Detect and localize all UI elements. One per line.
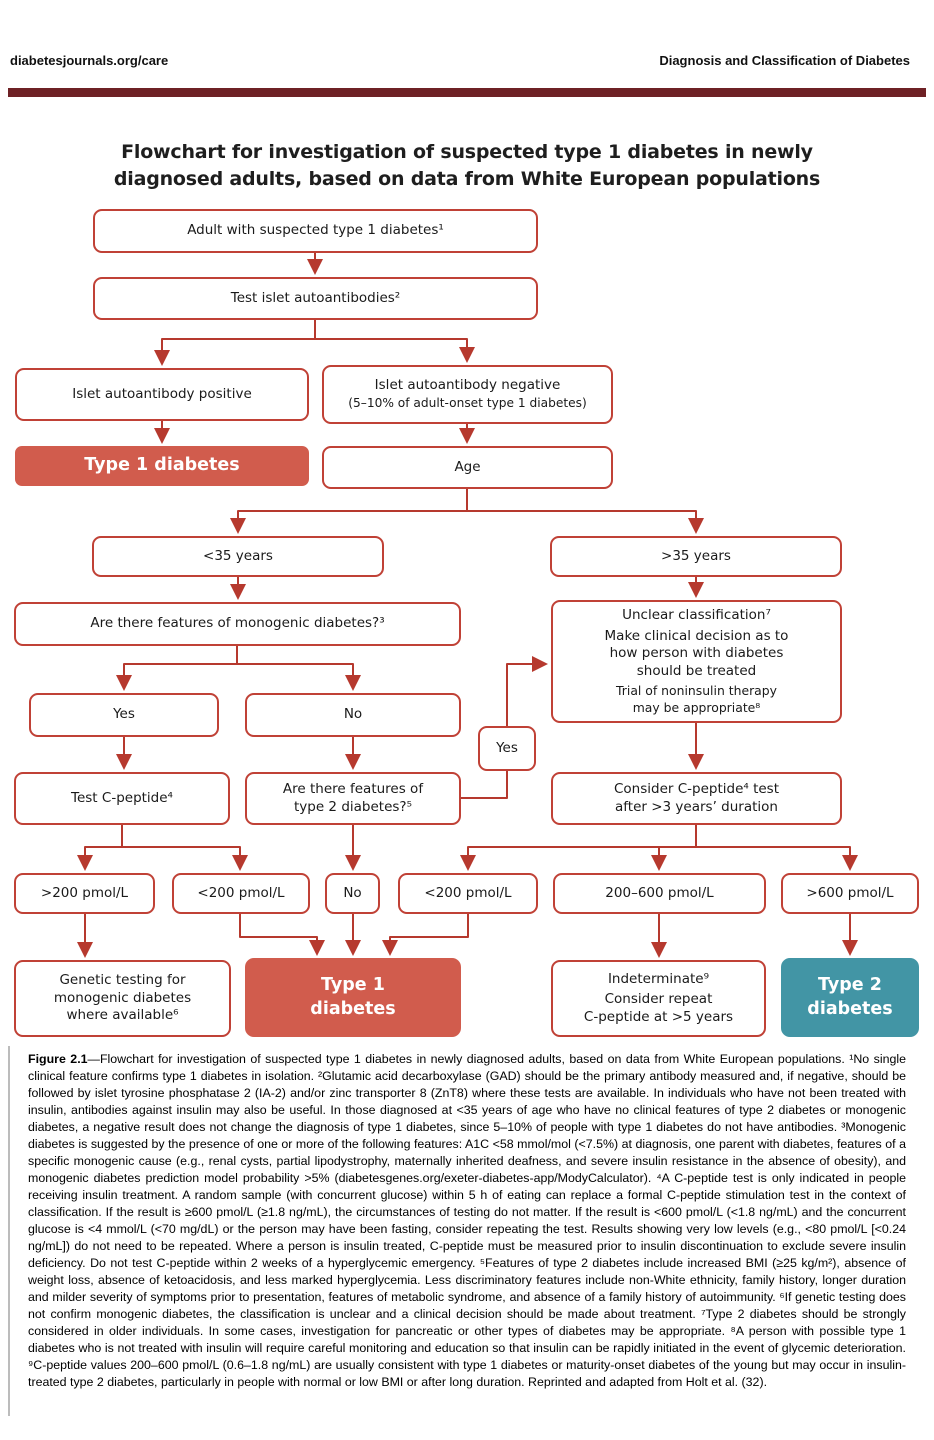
node-adult-suspected-t1d: Adult with suspected type 1 diabetes¹ [93, 209, 538, 253]
node-autoantibody-negative: Islet autoantibody negative (5–10% of ad… [322, 365, 613, 424]
node-monogenic-features-question: Are there features of monogenic diabetes… [14, 602, 461, 646]
journal-url: diabetesjournals.org/care [10, 53, 169, 68]
node-label: Type 2 diabetes [807, 974, 893, 1019]
node-label: 200–600 pmol/L [605, 884, 714, 901]
figure-title-line1: Flowchart for investigation of suspected… [121, 141, 813, 163]
node-genetic-testing: Genetic testing for monogenic diabetes w… [14, 960, 231, 1037]
node-no-type2: No [325, 873, 380, 914]
node-label: Are there features of monogenic diabetes… [90, 615, 385, 632]
node-consider-c-peptide: Consider C-peptide⁴ test after >3 years’… [551, 772, 842, 825]
node-body: Make clinical decision as to how person … [604, 627, 789, 679]
node-age: Age [322, 446, 613, 489]
figure-caption: Figure 2.1—Flowchart for investigation o… [28, 1051, 906, 1391]
node-label: >200 pmol/L [40, 884, 129, 901]
node-type1-diabetes-bottom: Type 1 diabetes [245, 958, 461, 1037]
node-gt600-pmol: >600 pmol/L [781, 873, 919, 914]
node-type2-features-question: Are there features of type 2 diabetes?⁵ [245, 772, 461, 825]
node-test-islet-autoantibodies: Test islet autoantibodies² [93, 277, 538, 320]
node-label: Age [454, 458, 481, 475]
running-head: Diagnosis and Classification of Diabetes [659, 53, 910, 68]
node-sublabel: (5–10% of adult-onset type 1 diabetes) [348, 396, 587, 411]
node-label: Genetic testing for monogenic diabetes w… [53, 972, 192, 1024]
node-label: Yes [496, 739, 518, 756]
node-body: Consider repeat C-peptide at >5 years [583, 991, 734, 1025]
node-type2-diabetes: Type 2 diabetes [781, 958, 919, 1037]
node-no-monogenic: No [245, 693, 461, 737]
node-label: <200 pmol/L [424, 884, 512, 901]
node-test-c-peptide: Test C-peptide⁴ [14, 772, 230, 825]
node-under-35-years: <35 years [92, 536, 384, 577]
figure-title: Flowchart for investigation of suspected… [0, 139, 934, 193]
node-label: No [343, 706, 363, 723]
header-rule-bar [8, 88, 926, 97]
node-label: Adult with suspected type 1 diabetes¹ [187, 222, 444, 239]
node-label: >600 pmol/L [806, 884, 894, 901]
node-yes-type2: Yes [478, 726, 536, 771]
node-lt200-pmol-right: <200 pmol/L [398, 873, 538, 914]
node-label: Test C-peptide⁴ [71, 789, 173, 806]
node-type1-diabetes-top: Type 1 diabetes [15, 446, 309, 486]
caption-side-rule [8, 1046, 10, 1416]
node-label: Unclear classification⁷ [622, 607, 771, 624]
node-lt200-pmol-left: <200 pmol/L [172, 873, 310, 914]
node-label: Yes [113, 706, 135, 723]
node-indeterminate: Indeterminate⁹ Consider repeat C-peptide… [551, 960, 766, 1037]
figure-caption-label: Figure 2.1 [28, 1052, 88, 1066]
node-label: Are there features of type 2 diabetes?⁵ [282, 780, 424, 815]
figure-title-line2: diagnosed adults, based on data from Whi… [113, 168, 821, 190]
node-label: Islet autoantibody negative [374, 376, 561, 393]
node-label: Type 1 diabetes [84, 455, 240, 476]
node-gt200-pmol: >200 pmol/L [14, 873, 155, 914]
node-note: Trial of noninsulin therapy may be appro… [616, 683, 777, 715]
node-label: No [343, 884, 362, 901]
node-label: Islet autoantibody positive [72, 385, 252, 402]
node-label: Indeterminate⁹ [607, 970, 710, 987]
node-label: Consider C-peptide⁴ test after >3 years’… [613, 780, 780, 815]
node-label: <200 pmol/L [197, 884, 285, 901]
node-autoantibody-positive: Islet autoantibody positive [15, 368, 309, 421]
node-yes-monogenic: Yes [29, 693, 219, 737]
node-unclear-classification: Unclear classification⁷ Make clinical de… [551, 600, 842, 723]
figure-caption-text: —Flowchart for investigation of suspecte… [28, 1052, 906, 1389]
node-label: Test islet autoantibodies² [230, 289, 401, 306]
node-200-600-pmol: 200–600 pmol/L [553, 873, 766, 914]
node-label: <35 years [203, 547, 273, 564]
node-label: Type 1 diabetes [310, 974, 396, 1019]
node-label: >35 years [661, 547, 731, 564]
node-over-35-years: >35 years [550, 536, 842, 577]
